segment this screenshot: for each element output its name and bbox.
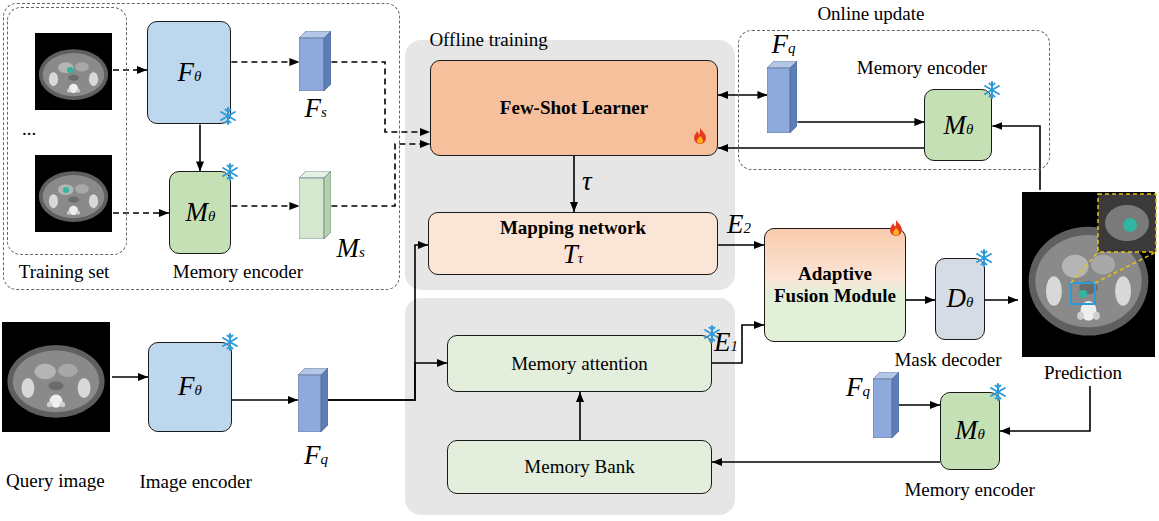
- ct-prediction: [1022, 192, 1156, 357]
- group-region: Online updateFqMemory encoderMθ: [738, 30, 1050, 170]
- caption-label: Prediction: [1044, 362, 1122, 384]
- frozen-icon: [989, 383, 1007, 401]
- edge-label: τ: [582, 166, 592, 197]
- caption-label: Ms: [336, 233, 364, 264]
- process-box: MθMemory encoder: [169, 171, 231, 254]
- connector-arrow: [231, 61, 299, 63]
- connector-arrow: [906, 299, 935, 301]
- connector-arrow: [718, 147, 924, 149]
- caption-label: Memory encoder: [173, 261, 303, 283]
- connector-arrow: [712, 461, 940, 463]
- node-label: Mapping network: [500, 217, 646, 239]
- process-box: Memory attention: [447, 335, 712, 392]
- process-box: MθMemory encoder: [940, 392, 1000, 470]
- connector-arrow: [579, 392, 581, 440]
- caption-label: Fq: [771, 29, 795, 60]
- frozen-icon: [221, 333, 239, 351]
- grey-panel: [405, 298, 735, 515]
- ct-slice: [35, 33, 112, 110]
- connector-arrow: [328, 245, 428, 400]
- trainable-icon: [887, 219, 905, 237]
- input-arrow: [113, 212, 169, 214]
- feature-slab: [299, 171, 331, 239]
- connector-arrow: [718, 244, 764, 246]
- feature-map: Ms: [299, 171, 331, 239]
- caption-label: Offline training: [429, 29, 547, 51]
- connector-arrow: [331, 62, 430, 132]
- frozen-icon: [219, 107, 237, 125]
- node-label: Mθ: [185, 197, 215, 228]
- node-label: Few-Shot Learner: [500, 97, 648, 119]
- caption-label: Fq: [846, 372, 870, 403]
- node-label: Mθ: [955, 415, 985, 446]
- trainable-icon: [691, 127, 709, 145]
- connector-arrow: [718, 94, 767, 96]
- connector-arrow: [232, 399, 298, 401]
- frozen-icon: [221, 163, 239, 181]
- caption-label: Fs: [304, 93, 326, 124]
- process-box: DθMask decoder: [935, 258, 985, 340]
- caption-label: Training set: [19, 261, 110, 283]
- image-panel: Prediction: [1018, 190, 1158, 386]
- frozen-icon: [975, 249, 993, 267]
- grey-panel: [405, 40, 735, 290]
- node-label: Mθ: [943, 110, 973, 141]
- feature-slab: [299, 31, 331, 91]
- feature-slab: [873, 372, 899, 438]
- connector-arrow: [199, 124, 201, 171]
- node-label: Memory Bank: [524, 456, 634, 478]
- feature-slab: [298, 368, 328, 432]
- node-label: Dθ: [947, 283, 974, 314]
- frozen-icon: [983, 81, 1001, 99]
- caption-label: Memory encoder: [904, 479, 1034, 501]
- process-box: FθImage encoder: [148, 342, 232, 432]
- caption-label: Fq: [304, 440, 328, 471]
- connector-arrow: [712, 325, 764, 363]
- feature-map: Fq: [298, 368, 328, 432]
- feature-slab: [767, 61, 797, 133]
- connector-arrow: [1000, 386, 1090, 431]
- caption-label: Image encoder: [139, 471, 251, 493]
- caption-label: Query image: [6, 470, 105, 492]
- connector-arrow: [112, 376, 148, 378]
- connector-arrow: [985, 299, 1018, 301]
- process-box: Few-Shot Learner: [430, 60, 718, 156]
- ct-slice: [35, 155, 112, 232]
- process-box: Mapping networkTτ: [428, 212, 718, 275]
- connector-arrow: [331, 144, 430, 206]
- process-box: Fθ: [147, 21, 231, 124]
- group-region: Offline trainingTraining setFθMθMemory e…: [3, 3, 400, 290]
- node-label: Fθ: [178, 371, 202, 402]
- node-label: Memory attention: [511, 353, 648, 375]
- caption-label: Memory encoder: [857, 57, 987, 79]
- ct-slice: [2, 322, 110, 432]
- connector-arrow: [231, 205, 299, 207]
- ellipsis-label: ...: [22, 118, 36, 140]
- node-label: Fθ: [177, 57, 201, 88]
- caption-label: Mask decoder: [894, 349, 1001, 371]
- connector-arrow: [992, 126, 1040, 190]
- feature-map: Fq: [767, 61, 797, 133]
- image-panel: Query image: [2, 322, 112, 434]
- process-box: Memory Bank: [447, 440, 712, 494]
- input-arrow: [113, 69, 147, 71]
- process-box: Memory encoderMθ: [924, 89, 992, 161]
- connector-arrow: [573, 156, 575, 212]
- process-box: Adaptive Fusion Module: [764, 228, 906, 342]
- feature-map: Fq: [873, 372, 899, 438]
- caption-label: Online update: [817, 3, 924, 25]
- connector-arrow: [899, 404, 940, 406]
- edge-label: E1: [714, 327, 738, 358]
- connector-arrow: [797, 121, 924, 123]
- edge-label: E2: [727, 209, 751, 240]
- node-label: Adaptive Fusion Module: [771, 263, 899, 307]
- feature-map: Fs: [299, 31, 331, 91]
- node-label: Tτ: [563, 239, 583, 270]
- connector-arrow: [328, 363, 447, 400]
